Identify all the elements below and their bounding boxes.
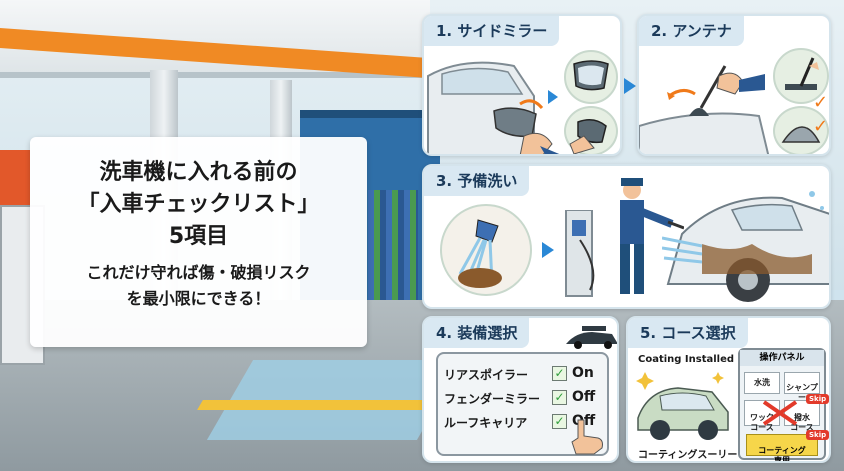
option-label: リアスポイラー: [444, 368, 529, 382]
checkbox-icon[interactable]: ✓: [552, 390, 567, 405]
button-label: コーティング 専用: [758, 446, 806, 463]
antenna-illustration: [639, 65, 770, 154]
button-label: ワック コース: [750, 413, 774, 432]
course-coating-button[interactable]: コーティング 専用: [746, 434, 818, 461]
shark-fin-antenna-icon: [781, 126, 821, 143]
carwash-brushes: [368, 190, 418, 310]
cross-icon: [762, 400, 798, 426]
option-rear-spoiler[interactable]: リアスポイラー ✓ On: [444, 364, 617, 384]
coating-installed-label: Coating Installed: [638, 354, 735, 365]
title-sub-1: これだけ守れば傷・破損リスク: [86, 263, 311, 282]
mirror-folded-icon: [569, 119, 607, 154]
step-arrow-icon: [542, 242, 554, 258]
button-label: 撥水 コース: [790, 413, 814, 432]
skip-badge: Skip: [806, 430, 829, 440]
coated-car-illustration: [636, 372, 729, 440]
antenna-removed-icon: [785, 57, 819, 90]
title-box: 洗車機に入れる前の 「入車チェックリスト」 5項目 これだけ守れば傷・破損リスク…: [30, 137, 367, 347]
option-label: フェンダーミラー: [444, 392, 541, 406]
panel-course-select: 5. コース選択 Coating Installed コーティングスーリー 操作…: [626, 316, 831, 463]
checkbox-icon[interactable]: ✓: [552, 414, 567, 429]
washer-machine-icon: [565, 210, 595, 297]
panel-heading: 2. アンテナ: [639, 16, 744, 46]
title-sub-2: を最小限にできる！: [126, 289, 271, 308]
pointing-hand-icon: [571, 419, 603, 455]
button-label: 水洗: [754, 378, 770, 387]
car-roof-carrier-icon: [566, 326, 617, 349]
panel-pre-wash: 3. 予備洗い: [422, 164, 831, 309]
panel-heading: 5. コース選択: [628, 318, 748, 348]
title-line-1: 洗車機に入れる前の: [99, 160, 298, 185]
control-panel: 操作パネル 水洗 シャンプー 洗い ワック コース 撥水 コース Skip コー…: [738, 348, 829, 461]
panel-equipment-select: 4. 装備選択 リアスポイラー ✓ On フェンダーミラー ✓ Off ルーフキ…: [422, 316, 619, 463]
course-shampoo-button[interactable]: シャンプー 洗い: [784, 372, 820, 412]
fuel-pump-head: [0, 150, 30, 210]
antenna-removed-circle: [773, 48, 829, 104]
option-fender-mirror[interactable]: フェンダーミラー ✓ Off: [444, 388, 617, 408]
coating-slurry-label: コーティングスーリー: [638, 450, 738, 461]
panel-antenna: 2. アンテナ ✓ ✓: [637, 14, 831, 156]
panel-heading: 1. サイドミラー: [424, 16, 560, 46]
checkbox-icon[interactable]: ✓: [552, 366, 567, 381]
skip-badge: Skip: [806, 394, 829, 404]
step-arrow-icon: [548, 90, 558, 104]
lane-line: [197, 400, 443, 410]
check-icon: ✓: [813, 92, 829, 113]
title-line-2: 「入車チェックリスト」: [77, 192, 320, 217]
panel-side-mirror: 1. サイドミラー: [422, 14, 622, 156]
course-water-button[interactable]: 水洗: [744, 372, 780, 394]
control-panel-title: 操作パネル: [740, 350, 824, 366]
worker-spraying-illustration: [620, 178, 684, 294]
muddy-car-illustration: [662, 191, 829, 302]
step-arrow-icon: [624, 78, 636, 94]
title-line-3: 5項目: [168, 224, 229, 249]
panel-heading: 4. 装備選択: [424, 318, 530, 348]
mirror-open-icon: [573, 60, 609, 91]
spray-nozzle-icon: [458, 219, 502, 288]
side-mirror-illustration: [427, 61, 560, 154]
panel-heading: 3. 予備洗い: [424, 166, 530, 196]
option-label: ルーフキャリア: [444, 416, 528, 430]
option-value: On: [572, 365, 594, 381]
option-value: Off: [572, 389, 596, 405]
check-icon: ✓: [813, 116, 829, 137]
equipment-screen: リアスポイラー ✓ On フェンダーミラー ✓ Off ルーフキャリア ✓ Of…: [436, 352, 609, 456]
